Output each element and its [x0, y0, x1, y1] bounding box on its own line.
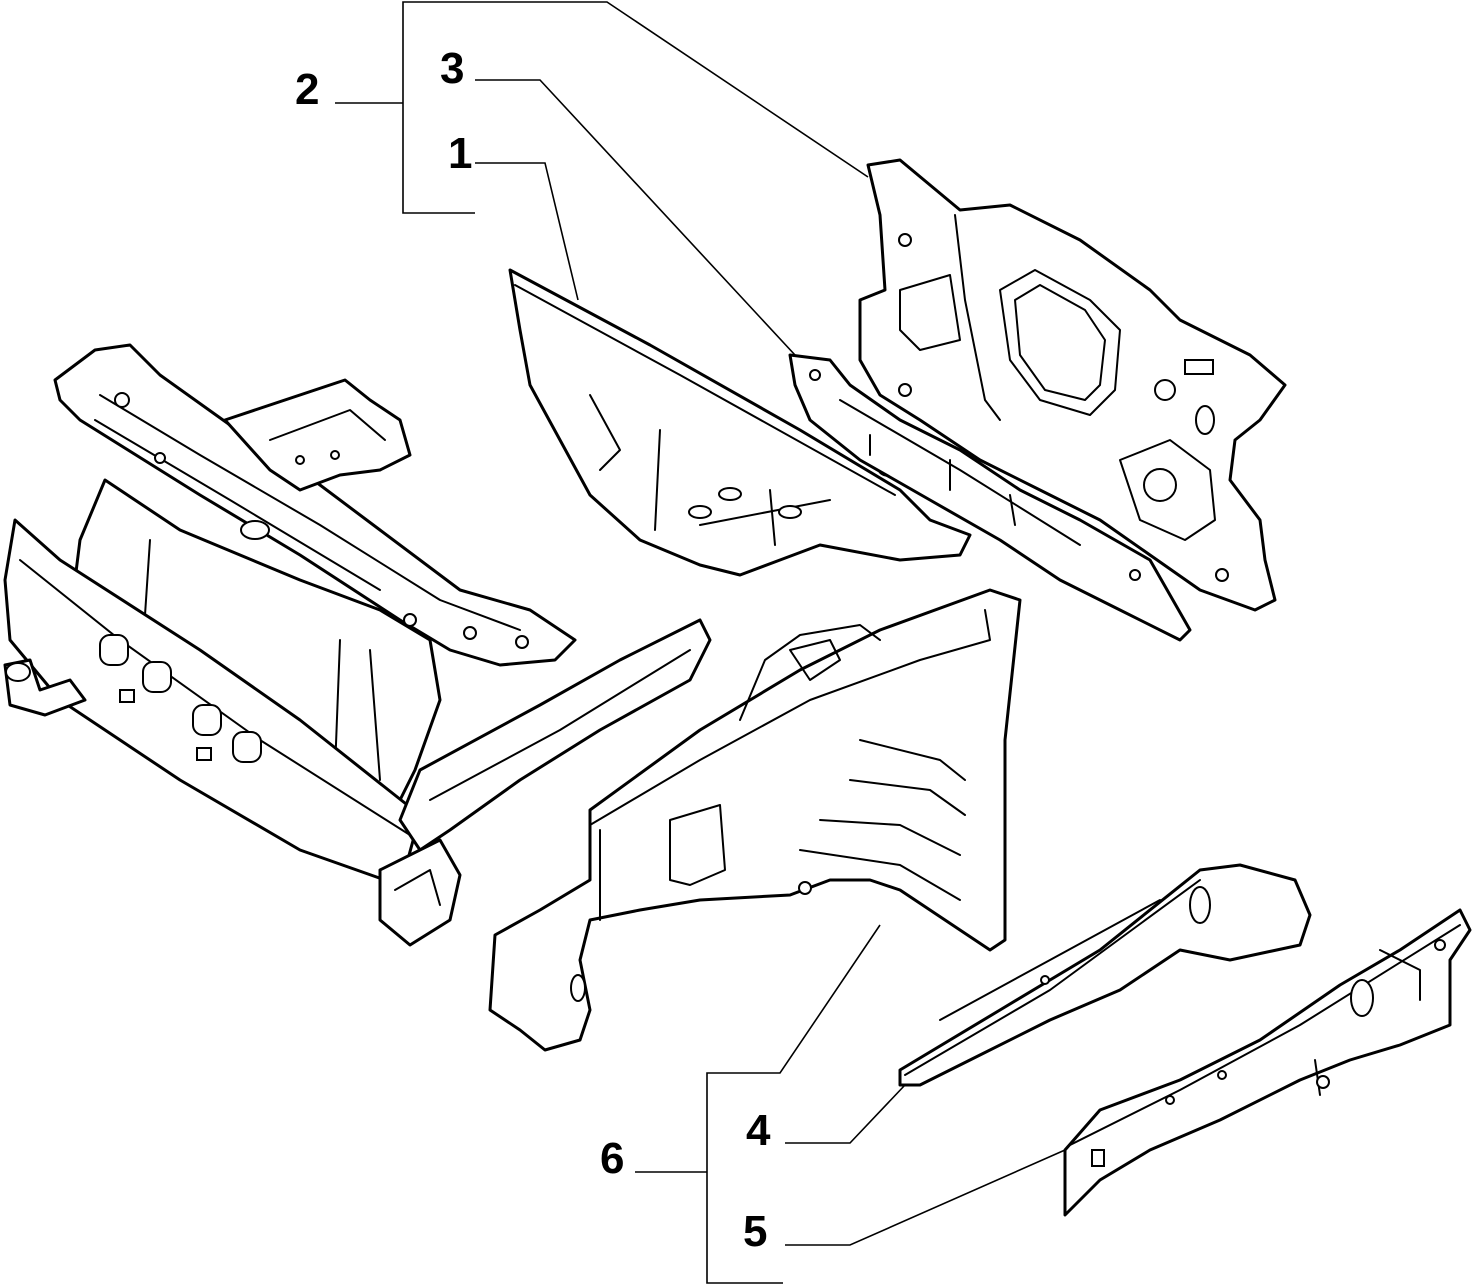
callout-2: 2	[295, 65, 319, 114]
part-3-dash-crossmember	[788, 353, 1192, 642]
part-6-inner-fender-assembly	[488, 588, 1022, 1052]
leader-lines	[335, 1, 1066, 1284]
part-4-upper-rail	[898, 863, 1312, 1087]
part-1-dash-lower-panel	[508, 268, 972, 577]
part-5-side-member	[1063, 908, 1472, 1217]
callout-4: 4	[746, 1106, 771, 1155]
callout-6: 6	[600, 1134, 624, 1183]
callout-3: 3	[440, 44, 464, 93]
callout-1: 1	[448, 129, 472, 178]
callout-5: 5	[743, 1207, 767, 1256]
part-2-dash-upper-panel	[858, 158, 1287, 612]
front-end-assembly	[3, 343, 712, 947]
